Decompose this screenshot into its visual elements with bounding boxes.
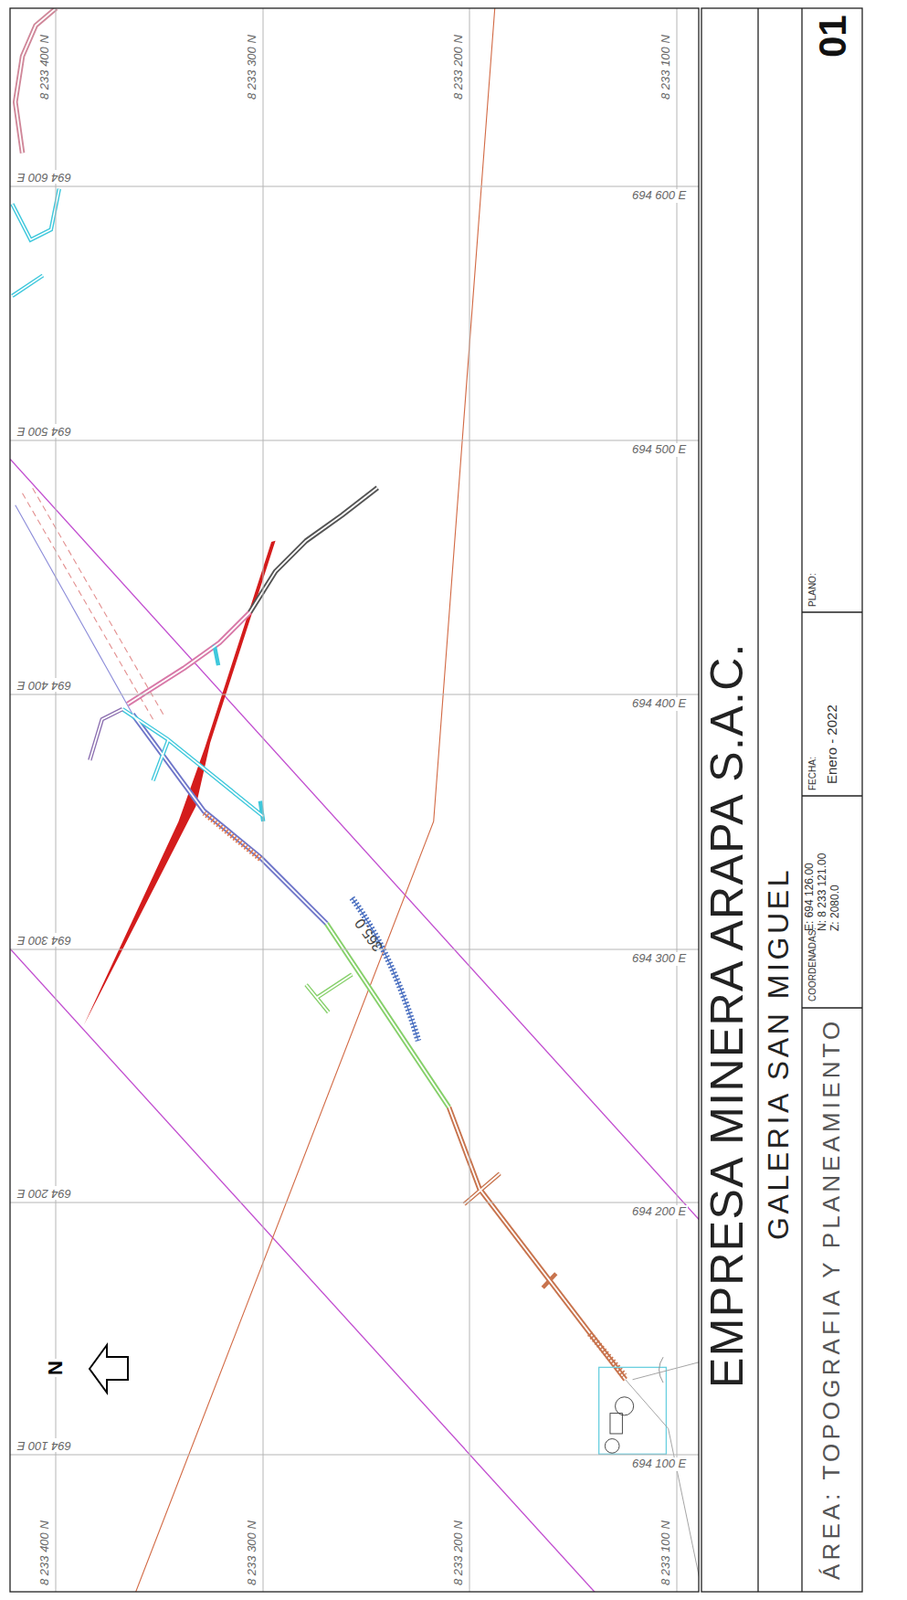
date-value: Enero - 2022 (823, 704, 840, 784)
title-block (10, 8, 699, 1592)
grid-label: 694 500 E (15, 423, 74, 438)
grid-label: 694 100 E (15, 1437, 74, 1452)
portal-symbol (604, 1438, 620, 1454)
grid-label: 8 233 400 N (38, 1518, 53, 1587)
grid-label: 694 300 E (15, 932, 74, 947)
portal-area (599, 1366, 667, 1454)
portal-symbol (610, 1413, 623, 1434)
grid-label: 694 200 E (15, 1185, 74, 1200)
title-block (10, 8, 863, 1592)
sheet-number: 01 (811, 14, 855, 58)
grid-label: 8 233 300 N (245, 32, 260, 102)
upper-working (15, 8, 57, 154)
grid-label: 694 400 E (15, 677, 74, 692)
upper-working (11, 189, 59, 296)
grid-label: 694 600 E (630, 189, 688, 203)
grid-label: 694 300 E (630, 951, 688, 966)
coordinate-value: N: 8 233 121.00 (816, 853, 830, 931)
portal-symbol (615, 1396, 634, 1415)
hatched-working (203, 812, 260, 859)
grid (10, 186, 699, 1455)
access-road (625, 1361, 699, 1592)
elevation-label: 365.0 (351, 914, 387, 954)
grid-label: 694 400 E (630, 696, 688, 711)
grid-label: 8 233 400 N (38, 32, 53, 102)
subtitle: GALERIA SAN MIGUEL (761, 866, 796, 1240)
north-label: N (43, 1358, 67, 1377)
gallery (89, 487, 625, 1380)
field-label: PLANO: (807, 572, 819, 607)
hatched-working (590, 1333, 625, 1376)
sheet-title: EMPRESA MINERA ARAPA S.A.C. (701, 642, 755, 1388)
mine-workings (10, 8, 699, 1592)
grid-label: 694 600 E (15, 169, 74, 184)
fault-line (84, 540, 276, 1025)
survey-line (15, 505, 133, 715)
title-block (758, 8, 863, 1592)
hatched-working (351, 897, 419, 1041)
upper-working (11, 189, 59, 296)
gallery (132, 714, 327, 924)
field-label: COORDENADAS: (807, 927, 819, 1002)
grid-label: 694 500 E (630, 442, 688, 457)
north-arrow (89, 1344, 128, 1393)
coordinate-value: E: 694 126.00 (803, 862, 817, 931)
grid-label: 8 233 300 N (245, 1518, 260, 1587)
vein-trace (10, 949, 602, 1593)
vein-trace (10, 459, 699, 1220)
area-label: ÁREA: TOPOGRAFIA Y PLANEAMIENTO (818, 1017, 846, 1580)
gallery (250, 487, 379, 612)
gallery (89, 487, 625, 1380)
grid-label: 8 233 200 N (452, 1518, 466, 1587)
grid (10, 8, 699, 1592)
grid-label: 694 200 E (630, 1204, 688, 1219)
title-block (701, 8, 863, 1592)
grid-label: 8 233 100 N (659, 1518, 674, 1587)
field-label: FECHA: (807, 756, 819, 791)
grid (55, 8, 677, 1592)
grid-label: 8 233 100 N (659, 32, 674, 102)
portal-symbol (659, 1356, 664, 1382)
grid-label: 694 100 E (630, 1456, 688, 1471)
hatched-working (351, 897, 419, 1041)
coordinate-value: Z: 2080.0 (829, 884, 843, 931)
gallery (127, 611, 251, 705)
gallery (448, 1107, 625, 1380)
grid-label: 8 233 200 N (452, 32, 466, 102)
upper-working (15, 8, 57, 154)
